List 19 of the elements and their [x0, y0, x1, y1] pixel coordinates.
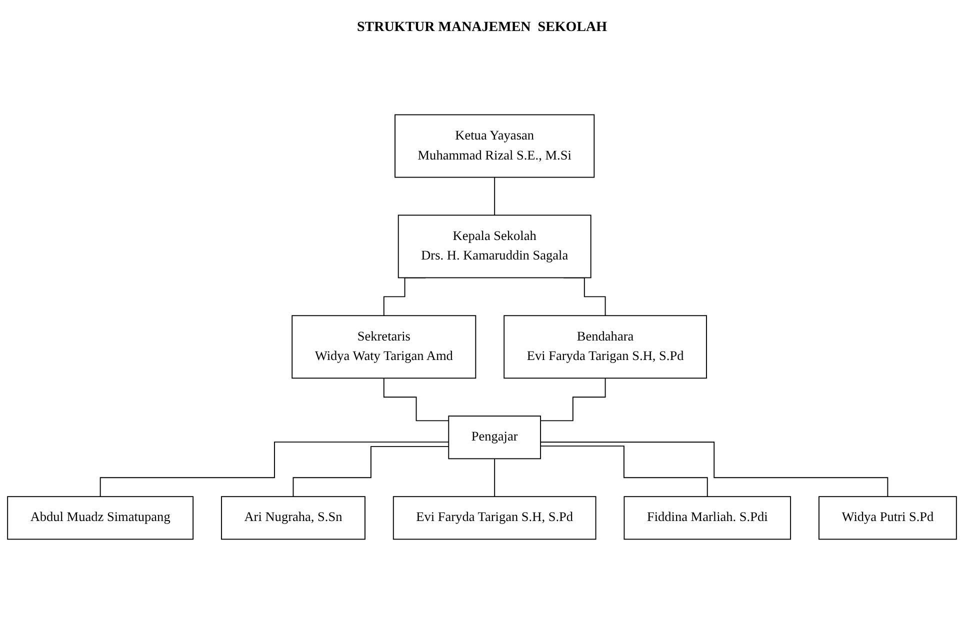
connector — [383, 378, 450, 422]
connector — [292, 446, 450, 498]
node-box: Abdul Muadz Simatupang — [7, 496, 194, 540]
node-box: Evi Faryda Tarigan S.H, S.Pd — [392, 496, 596, 540]
connector — [100, 442, 450, 498]
connector — [540, 442, 888, 498]
node-box: Bendahara Evi Faryda Tarigan S.H, S.Pd — [504, 315, 707, 379]
connector — [540, 378, 606, 422]
node-box: Fiddina Marliah. S.Pdi — [624, 496, 792, 540]
diagram-title: STRUKTUR MANAJEMEN SEKOLAH — [356, 20, 608, 36]
node-box: Kepala Sekolah Drs. H. Kamaruddin Sagala — [398, 214, 592, 278]
node-box: Widya Putri S.Pd — [818, 496, 957, 540]
connector — [494, 176, 496, 216]
connector — [540, 446, 708, 498]
node-box: Ketua Yayasan Muhammad Rizal S.E., M.Si — [394, 114, 595, 178]
node-box: Pengajar — [448, 416, 541, 460]
node-box: Ari Nugraha, S.Sn — [221, 496, 366, 540]
node-box: Sekretaris Widya Waty Tarigan Amd — [292, 315, 476, 379]
connector — [494, 458, 496, 498]
